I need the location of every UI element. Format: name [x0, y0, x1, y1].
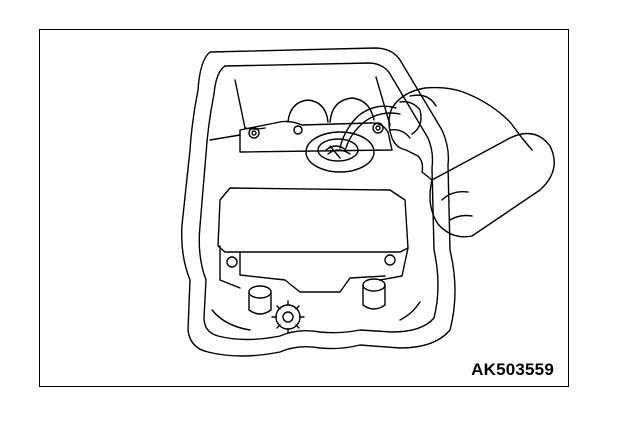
nozzle-tube — [339, 105, 397, 149]
hand-fingers — [389, 94, 437, 139]
valve-body-lower — [239, 251, 386, 293]
filter-right-body — [362, 284, 386, 310]
hand-outline — [388, 86, 533, 181]
bore-tops — [287, 97, 375, 123]
wash-bottle-highlight — [441, 190, 473, 221]
gear-teeth — [271, 300, 305, 334]
strainer-cup — [305, 131, 375, 173]
valve-body-bolt-right — [384, 254, 396, 266]
strainer-mesh — [325, 145, 351, 159]
bracket-bolt-mid — [293, 125, 303, 135]
filter-right-top — [362, 278, 386, 292]
nozzle-tube-inner — [345, 112, 401, 149]
bracket-bolt-right-inner — [375, 125, 381, 131]
figure-code-label: AK503559 — [471, 360, 554, 379]
oil-contour — [211, 301, 421, 331]
oil-pan-flange-outer — [180, 47, 456, 357]
gear-hub — [282, 311, 294, 323]
filter-left-body — [248, 291, 272, 315]
wash-bottle — [429, 132, 555, 238]
oil-pan-flange-inner — [198, 62, 439, 341]
valve-body-bolt-left — [226, 256, 238, 268]
strainer-cup-inner — [317, 138, 359, 162]
bracket-bolt-left-inner — [251, 130, 257, 136]
valve-body — [217, 187, 409, 253]
bracket-bolt-right — [372, 122, 384, 134]
valve-body-side — [219, 245, 409, 289]
oil-pan-wall — [209, 76, 391, 141]
bracket-bolt-left — [248, 127, 260, 139]
filter-left-top — [248, 285, 272, 299]
figure-frame: AK503559 — [39, 29, 569, 387]
oil-pan-illustration — [180, 47, 555, 357]
upper-bracket — [239, 120, 393, 153]
